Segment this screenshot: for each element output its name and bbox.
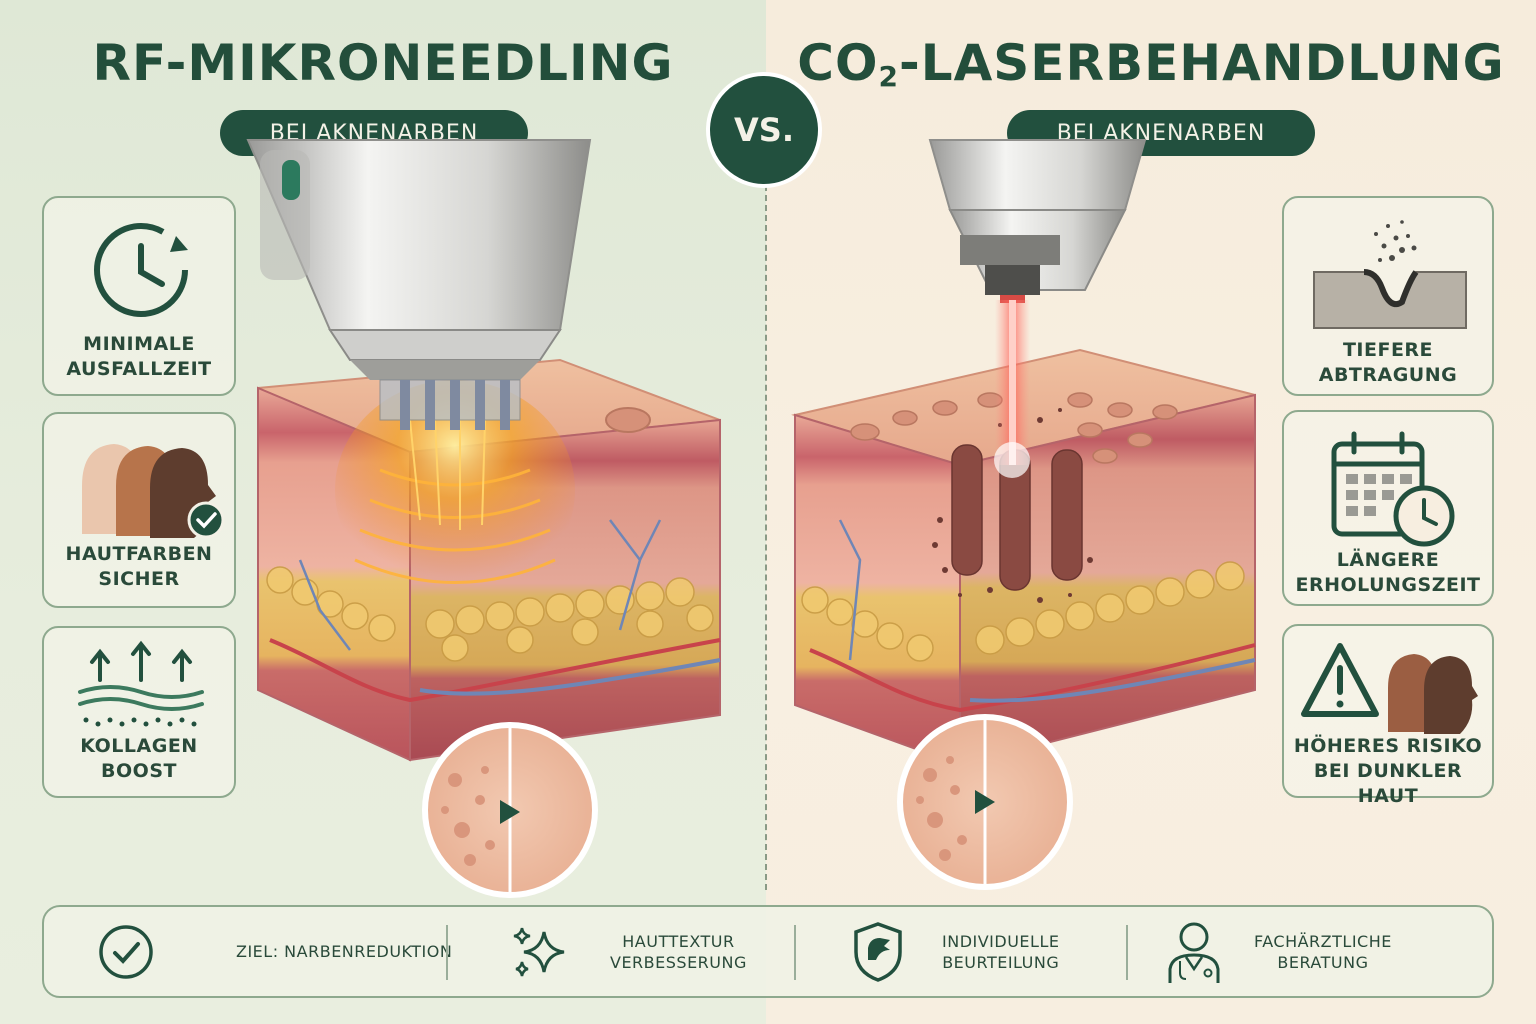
bottom-separator bbox=[446, 925, 448, 980]
card-minimal-downtime: MINIMALE AUSFALLZEIT bbox=[42, 196, 236, 396]
calendar-clock-icon bbox=[1331, 431, 1455, 547]
left-title: RF-MIKRONEEDLING bbox=[92, 34, 674, 92]
bottom-label: INDIVIDUELLE BEURTEILUNG bbox=[942, 931, 1060, 972]
warning-faces-icon bbox=[1301, 643, 1478, 734]
card-label: KOLLAGEN BOOST bbox=[80, 735, 198, 782]
ablation-icon bbox=[1313, 220, 1467, 329]
rf-energy-waves bbox=[335, 380, 575, 600]
collagen-arrows-icon bbox=[78, 640, 204, 727]
right-title-rest: -LASERBEHANDLUNG bbox=[898, 34, 1505, 92]
rf-before-after-circle bbox=[422, 722, 598, 898]
right-title-main: CO bbox=[797, 34, 879, 92]
laser-skin-block bbox=[791, 348, 1256, 767]
rf-handpiece bbox=[246, 139, 592, 430]
check-circle-icon bbox=[99, 924, 153, 979]
card-label: TIEFERE ABTRAGUNG bbox=[1318, 339, 1458, 386]
bottom-item-texture: HAUTTEXTUR VERBESSERUNG bbox=[506, 907, 747, 996]
right-title-sub: 2 bbox=[878, 60, 899, 93]
bottom-item-consultation: FACHÄRZTLICHE BERATUNG bbox=[1166, 907, 1392, 996]
laser-beam bbox=[994, 300, 1030, 478]
bottom-summary-bar: ZIEL: NARBENREDUKTION HAUTTEXTUR VERBESS… bbox=[42, 905, 1494, 998]
card-skin-tones-safe: HAUTFARBEN SICHER bbox=[42, 412, 236, 608]
card-label: LÄNGERE ERHOLUNGSZEIT bbox=[1295, 549, 1481, 596]
right-subtitle-pill: BEI AKNENARBEN bbox=[1007, 110, 1315, 156]
bottom-label: HAUTTEXTUR VERBESSERUNG bbox=[610, 931, 747, 972]
card-collagen-boost: KOLLAGEN BOOST bbox=[42, 626, 236, 798]
laser-before-after-circle bbox=[897, 714, 1073, 890]
card-deeper-ablation: TIEFERE ABTRAGUNG bbox=[1282, 196, 1494, 396]
doctor-icon bbox=[1168, 922, 1220, 983]
card-label: HAUTFARBEN SICHER bbox=[65, 543, 213, 590]
shield-icon bbox=[854, 921, 902, 982]
card-higher-risk-dark-skin: HÖHERES RISIKO BEI DUNKLER HAUT bbox=[1282, 624, 1494, 807]
center-divider bbox=[765, 185, 767, 890]
clock-icon bbox=[94, 223, 188, 317]
card-label: HÖHERES RISIKO BEI DUNKLER HAUT bbox=[1293, 735, 1483, 807]
skin-tones-icon bbox=[82, 444, 225, 539]
bottom-separator bbox=[794, 925, 796, 980]
right-title: CO2-LASERBEHANDLUNG bbox=[766, 34, 1536, 93]
bottom-label: ZIEL: NARBENREDUKTION bbox=[236, 942, 453, 961]
card-label: MINIMALE AUSFALLZEIT bbox=[66, 333, 212, 380]
bottom-item-goal: ZIEL: NARBENREDUKTION bbox=[96, 907, 452, 996]
laser-handpiece bbox=[928, 139, 1147, 303]
bottom-item-individual: INDIVIDUELLE BEURTEILUNG bbox=[852, 907, 1059, 996]
sparkle-icon bbox=[513, 927, 565, 976]
bottom-separator bbox=[1126, 925, 1128, 980]
vs-badge: VS. bbox=[706, 72, 822, 188]
bottom-label: FACHÄRZTLICHE BERATUNG bbox=[1254, 931, 1392, 972]
card-longer-recovery: LÄNGERE ERHOLUNGSZEIT bbox=[1282, 410, 1494, 606]
